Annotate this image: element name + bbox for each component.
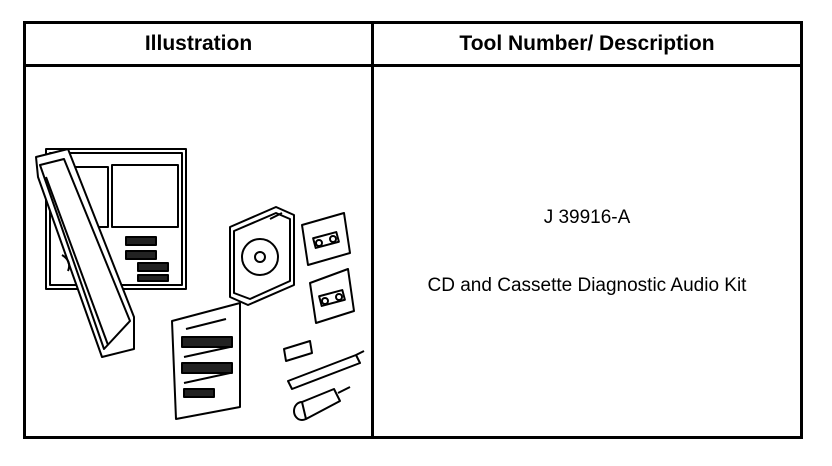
illustration-cell [26,67,371,436]
header-row: Illustration Tool Number/ Description [26,24,800,67]
tool-description: CD and Cassette Diagnostic Audio Kit [427,275,747,296]
audio-kit-illustration-icon [35,148,365,421]
header-illustration: Illustration [144,32,253,55]
tool-table: Illustration Tool Number/ Description [23,21,803,439]
tool-number: J 39916-A [543,207,631,228]
column-divider [371,24,374,436]
header-tool-number-description: Tool Number/ Description [459,32,715,55]
description-cell: J 39916-A CD and Cassette Diagnostic Aud… [374,67,800,436]
